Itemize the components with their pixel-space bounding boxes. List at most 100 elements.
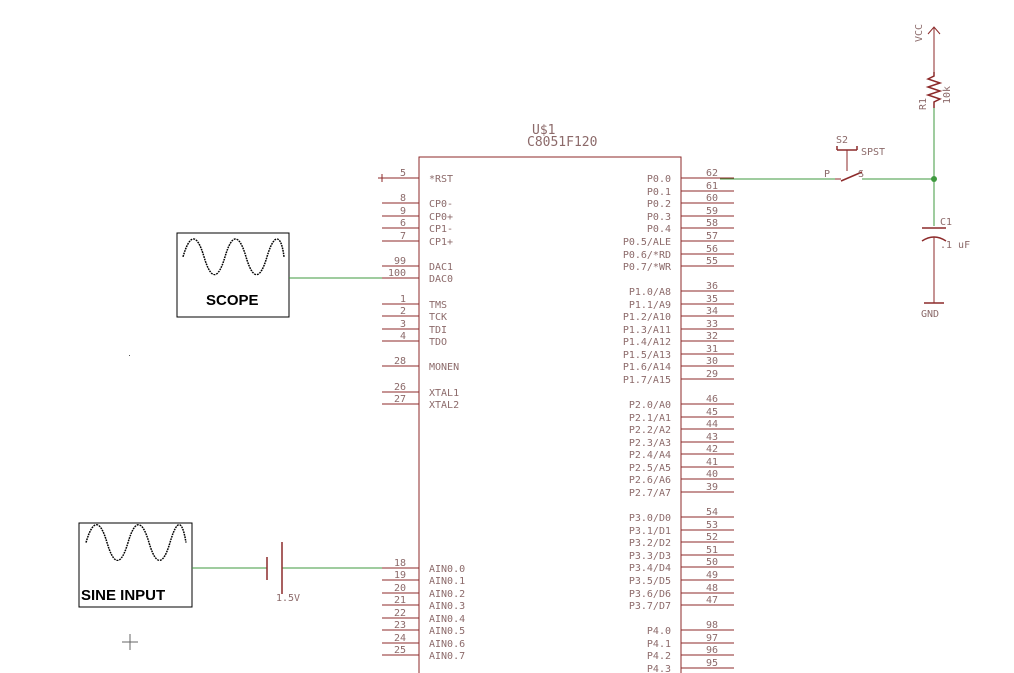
chip-pin-number: 47	[706, 595, 718, 606]
sine-label: SINE INPUT	[81, 587, 165, 604]
chip-pin-number: 96	[706, 645, 718, 656]
chip-pin-number: 100	[388, 268, 406, 279]
chip-pin-number: 21	[394, 595, 406, 606]
scope-box	[176, 232, 290, 318]
chip-pin-label: P3.0/D0	[629, 513, 671, 524]
chip-pin-number: 39	[706, 482, 718, 493]
chip-pin-number: 36	[706, 281, 718, 292]
chip-pin-number: 99	[394, 256, 406, 267]
chip-pin-number: 46	[706, 394, 718, 405]
chip-pin-label: XTAL1	[429, 388, 459, 399]
chip-pin-number: 62	[706, 168, 718, 179]
chip-pin-label: P2.0/A0	[629, 400, 671, 411]
chip-pin-number: 8	[400, 193, 406, 204]
sine-block: SINE INPUT	[78, 522, 382, 608]
chip-pin-number: 50	[706, 557, 718, 568]
chip-pin-label: P2.3/A3	[629, 438, 671, 449]
chip-pin-number: 4	[400, 331, 406, 342]
s2-pin-s: S	[858, 169, 864, 180]
chip-pin-label: P1.5/A13	[623, 350, 671, 361]
c1-value: .1 uF	[940, 240, 970, 251]
chip-pin-label: P0.2	[647, 199, 671, 210]
chip-pin-number: 7	[400, 231, 406, 242]
chip-pin-number: 32	[706, 331, 718, 342]
chip-pin-number: 25	[394, 645, 406, 656]
chip-pin-label: P2.2/A2	[629, 425, 671, 436]
chip-pin-label: AIN0.0	[429, 564, 465, 575]
chip-pin-label: P0.4	[647, 224, 671, 235]
chip-pin-number: 41	[706, 457, 718, 468]
chip-pin-number: 3	[400, 319, 406, 330]
s2-name: S2	[836, 135, 848, 146]
chip-pin-number: 54	[706, 507, 718, 518]
chip-pin-label: MONEN	[429, 362, 459, 373]
chip-u1: U$1 C8051F120 5*RST8CP0-9CP0+6CP1-7CP1+9…	[378, 123, 734, 673]
chip-pin-label: CP0+	[429, 212, 453, 223]
origin-cross-icon	[122, 634, 138, 650]
right-pin-group: 62P0.061P0.160P0.259P0.358P0.457P0.5/ALE…	[623, 168, 734, 673]
chip-pin-number: 42	[706, 444, 718, 455]
chip-pin-label: CP0-	[429, 199, 453, 210]
chip-pin-number: 24	[394, 633, 406, 644]
chip-pin-number: 51	[706, 545, 718, 556]
chip-pin-number: 57	[706, 231, 718, 242]
chip-pin-label: XTAL2	[429, 400, 459, 411]
chip-pin-label: P0.1	[647, 187, 671, 198]
chip-pin-number: 19	[394, 570, 406, 581]
vcc-arrow-icon	[927, 26, 941, 35]
chip-pin-number: 98	[706, 620, 718, 631]
c1-name: C1	[940, 217, 952, 228]
chip-pin-label: CP1-	[429, 224, 453, 235]
vcc-label: VCC	[914, 24, 925, 42]
r1-name: R1	[918, 98, 929, 110]
chip-pin-label: P3.7/D7	[629, 601, 671, 612]
chip-pin-label: TDI	[429, 325, 447, 336]
chip-name: U$1	[532, 123, 555, 138]
chip-pin-label: AIN0.7	[429, 651, 465, 662]
chip-pin-number: 60	[706, 193, 718, 204]
chip-pin-number: 18	[394, 558, 406, 569]
chip-pin-label: P1.2/A10	[623, 312, 671, 323]
chip-pin-number: 58	[706, 218, 718, 229]
chip-pin-label: P3.6/D6	[629, 589, 671, 600]
chip-pin-number: 29	[706, 369, 718, 380]
chip-pin-label: P1.4/A12	[623, 337, 671, 348]
chip-pin-label: TDO	[429, 337, 447, 348]
s2-button-icon	[836, 146, 858, 151]
chip-pin-number: 5	[400, 168, 406, 179]
chip-pin-label: P3.1/D1	[629, 526, 671, 537]
chip-pin-number: 52	[706, 532, 718, 543]
chip-pin-number: 95	[706, 658, 718, 669]
chip-pin-number: 9	[400, 206, 406, 217]
left-pin-group: 5*RST8CP0-9CP0+6CP1-7CP1+99DAC1100DAC01T…	[378, 168, 465, 662]
scope-waveform-icon	[182, 238, 285, 276]
chip-pin-label: DAC0	[429, 274, 453, 285]
chip-pin-label: P3.5/D5	[629, 576, 671, 587]
chip-pin-label: P4.3	[647, 664, 671, 673]
chip-pin-number: 26	[394, 382, 406, 393]
chip-pin-label: P0.3	[647, 212, 671, 223]
chip-pin-number: 48	[706, 583, 718, 594]
stray-dot	[129, 355, 130, 356]
chip-pin-number: 28	[394, 356, 406, 367]
chip-pin-label: AIN0.6	[429, 639, 465, 650]
chip-part: C8051F120	[527, 135, 597, 150]
chip-pin-label: AIN0.2	[429, 589, 465, 600]
r1-resistor	[925, 72, 943, 108]
chip-pin-label: AIN0.5	[429, 626, 465, 637]
chip-pin-label: AIN0.3	[429, 601, 465, 612]
chip-pin-number: 53	[706, 520, 718, 531]
chip-pin-number: 55	[706, 256, 718, 267]
chip-pin-label: P1.7/A15	[623, 375, 671, 386]
chip-pin-label: P4.2	[647, 651, 671, 662]
chip-pin-number: 20	[394, 583, 406, 594]
chip-pin-number: 45	[706, 407, 718, 418]
gnd-label: GND	[921, 309, 939, 320]
chip-pin-label: P4.0	[647, 626, 671, 637]
chip-pin-label: P1.3/A11	[623, 325, 671, 336]
chip-pin-number: 61	[706, 181, 718, 192]
chip-pin-number: 43	[706, 432, 718, 443]
reset-circuit: VCC R1 10k S2 SPST P S C1 .1 uF GND	[720, 24, 970, 320]
chip-pin-number: 1	[400, 294, 406, 305]
